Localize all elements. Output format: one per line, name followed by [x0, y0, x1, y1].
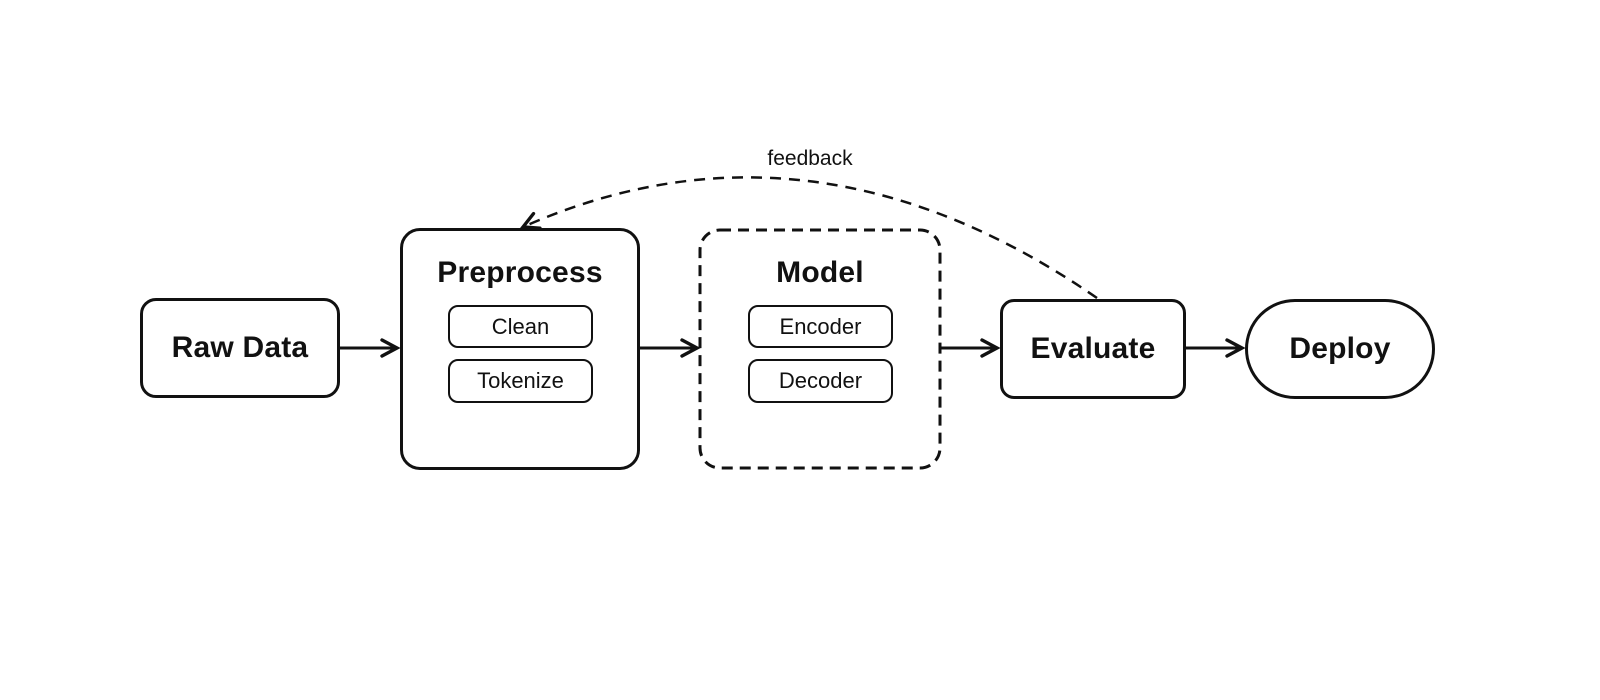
subnode-decoder-label: Decoder	[778, 368, 863, 393]
node-deploy-label: Deploy	[1289, 332, 1391, 365]
node-evaluate: Evaluate	[1000, 299, 1186, 399]
subnode-encoder-label: Encoder	[779, 313, 862, 339]
subnode-clean: Clean	[448, 305, 593, 348]
subnode-decoder: Decoder	[748, 359, 893, 403]
node-evaluate-label: Evaluate	[1030, 332, 1156, 365]
node-deploy: Deploy	[1245, 299, 1435, 399]
arrow-feedback-evaluate-to-preprocess	[519, 176, 1098, 300]
feedback-edge-label: feedback	[767, 147, 853, 170]
node-raw-data: Raw Data	[140, 298, 340, 398]
subnode-encoder: Encoder	[748, 305, 893, 348]
subnode-tokenize: Tokenize	[448, 359, 593, 403]
node-model: Model	[700, 230, 940, 468]
node-raw-data-label: Raw Data	[171, 331, 309, 364]
node-preprocess-label: Preprocess	[437, 256, 603, 289]
subnode-clean-label: Clean	[491, 313, 550, 339]
node-model-label: Model	[776, 256, 864, 289]
node-preprocess: Preprocess	[400, 228, 640, 470]
subnode-tokenize-label: Tokenize	[477, 368, 564, 393]
